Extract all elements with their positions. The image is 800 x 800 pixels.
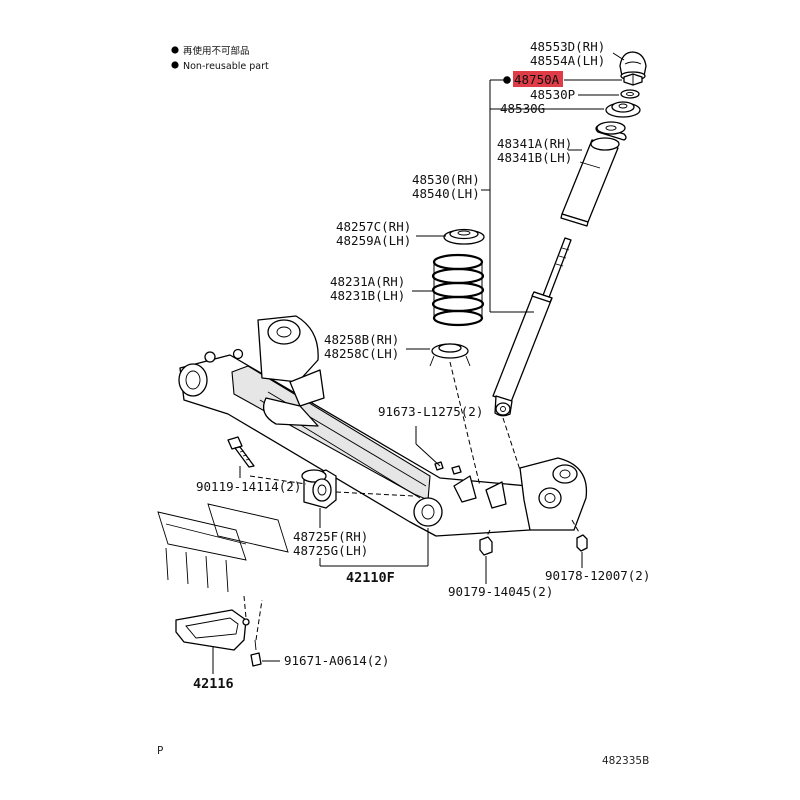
label-48341a: 48341A(RH) [497,136,572,151]
leader-lines [212,52,625,674]
label-42116: 42116 [193,676,234,692]
non-reusable-bullet [503,76,511,84]
washer-48530p [620,89,640,99]
rear-axle-beam [178,315,588,537]
label-48530: 48530(RH) [412,172,480,187]
nut-48750a [623,73,643,86]
label-90179: 90179-14045(2) [448,584,553,599]
legend-bullet-en [171,61,179,69]
label-48725f: 48725F(RH) [293,529,368,544]
bump-stopper [595,121,627,141]
support-48530g [605,101,641,118]
label-48257c: 48257C(RH) [336,219,411,234]
coil-spring [431,253,485,327]
legend-en: Non-reusable part [183,61,269,72]
part-labels: 48553D(RH) 48554A(LH) 48750A 48530P 4853… [193,39,650,692]
label-91671: 91671-A0614(2) [284,653,389,668]
nut-90178 [576,534,588,552]
label-48259a: 48259A(LH) [336,233,411,248]
label-48530g: 48530G [500,101,545,116]
bolt-90119 [227,436,255,468]
label-48553d: 48553D(RH) [530,39,605,54]
footer-right: 482335B [602,755,649,767]
label-90178: 90178-12007(2) [545,568,650,583]
bushing [301,469,337,509]
bracket-42116 [175,609,250,651]
footer-left: P [157,745,163,757]
lower-spring-insulator [429,343,471,367]
label-48530p: 48530P [530,87,575,102]
label-48231b: 48231B(LH) [330,288,405,303]
upper-spring-insulator [443,228,485,245]
label-48725g: 48725G(LH) [293,543,368,558]
alignment-lines [243,361,581,641]
label-90119: 90119-14114(2) [196,479,301,494]
legend-bullet-cn [171,46,179,54]
dust-cover [560,137,620,227]
label-91673: 91673-L1275(2) [378,404,483,419]
label-42110f: 42110F [346,570,395,586]
legend-cn: 再使用不可部品 [183,45,250,57]
label-48231a: 48231A(RH) [330,274,405,289]
label-48540: 48540(LH) [412,186,480,201]
nut-90179 [479,536,493,556]
label-48258b: 48258B(RH) [324,332,399,347]
label-48554a: 48554A(LH) [530,53,605,68]
bolt-91673 [434,461,462,475]
legend: 再使用不可部品 Non-reusable part [171,45,269,72]
label-48341b: 48341B(LH) [497,150,572,165]
shock-absorber [492,237,572,417]
label-48258c: 48258C(LH) [324,346,399,361]
bolt-91671 [250,639,262,667]
mudguard-plates [157,503,289,593]
label-48750a: 48750A [514,72,560,87]
highlight-48750a [513,71,563,87]
